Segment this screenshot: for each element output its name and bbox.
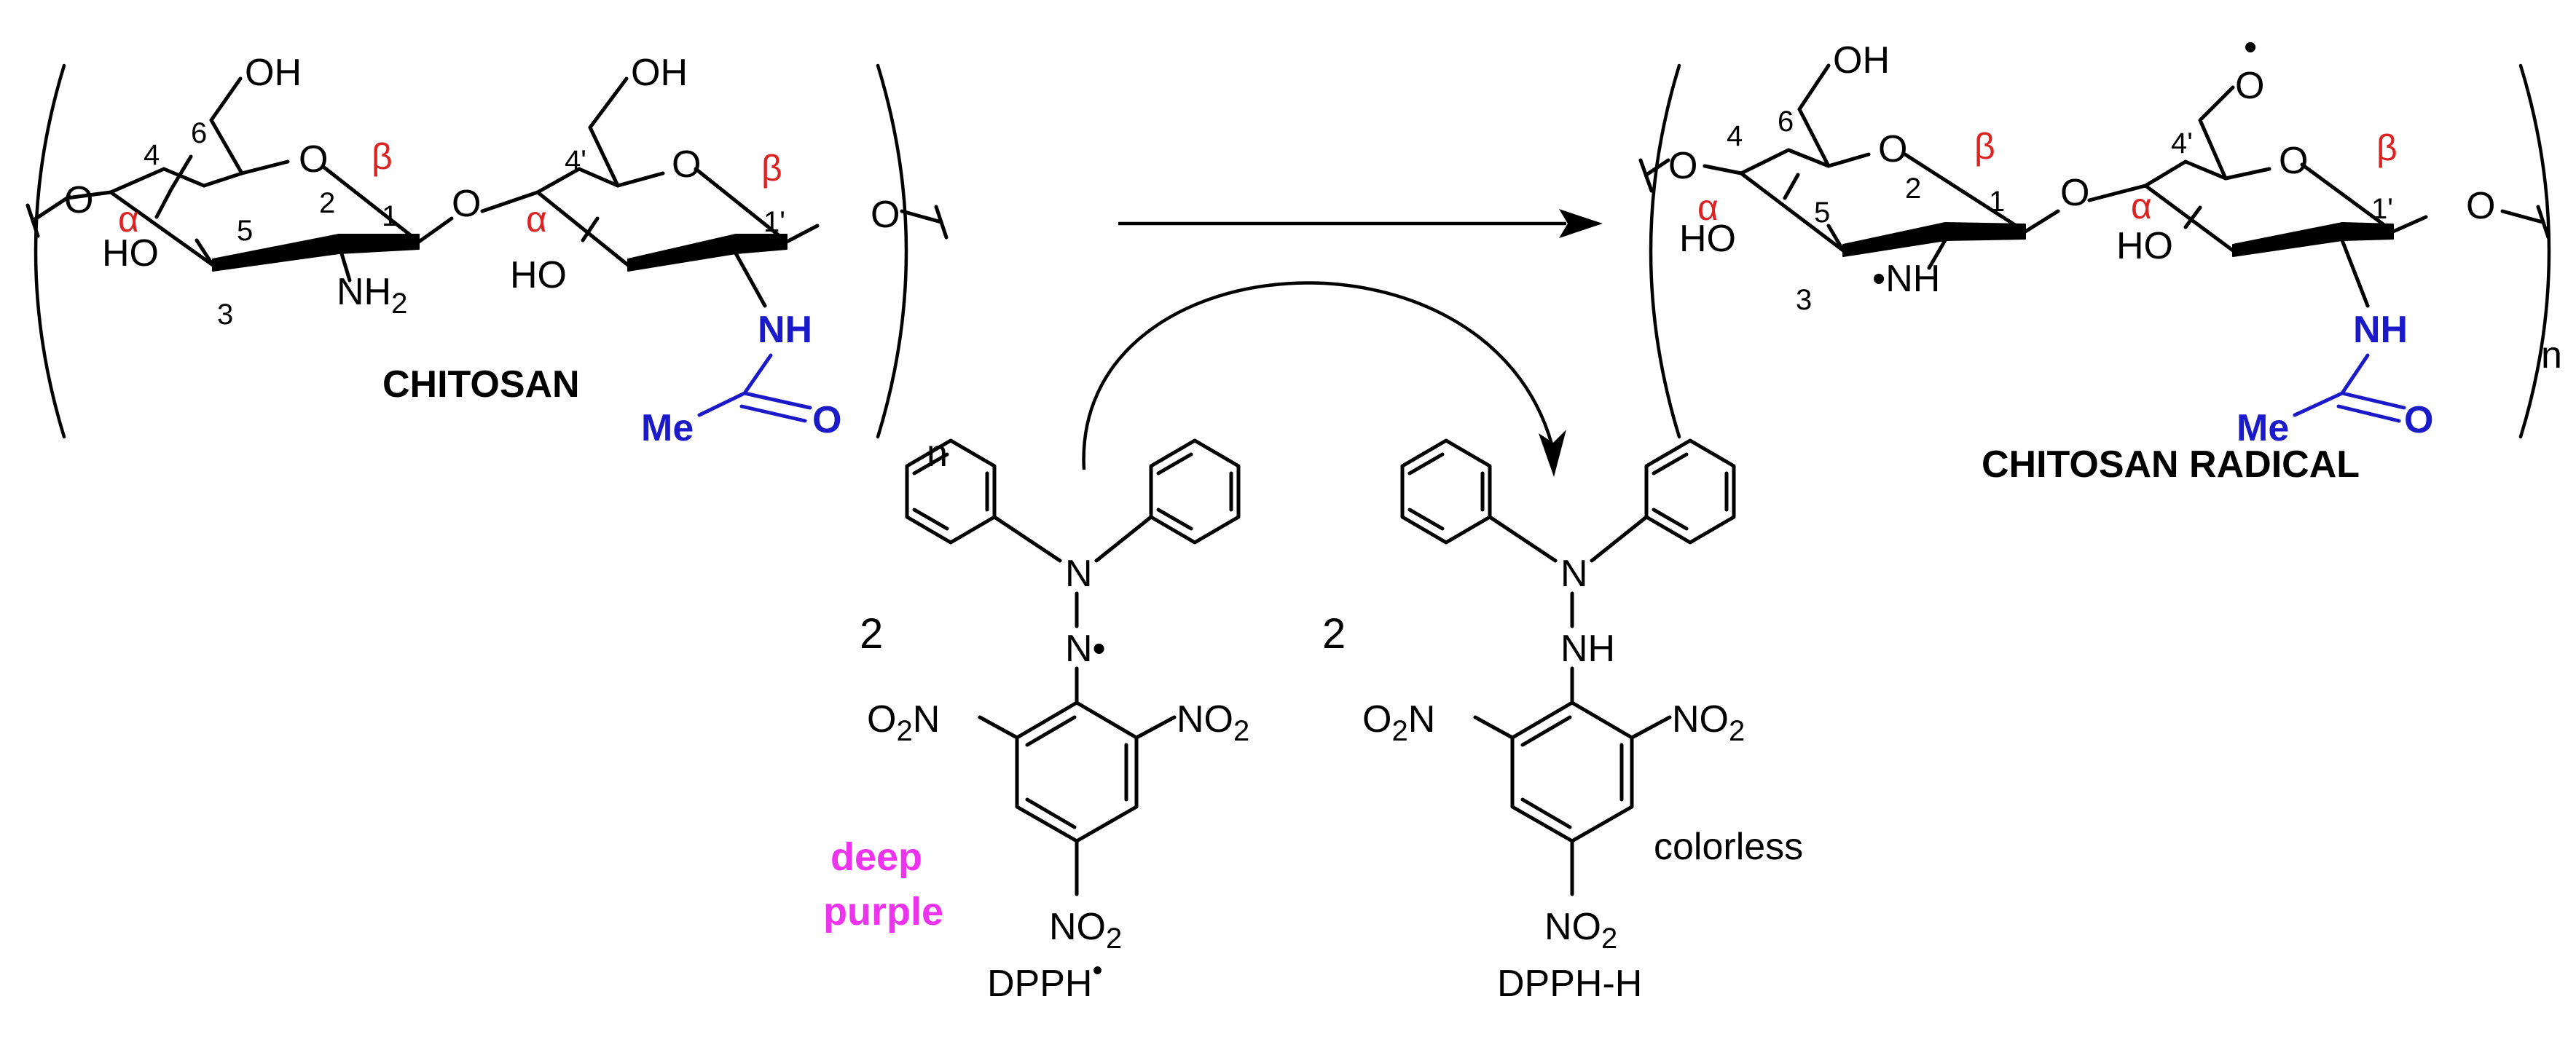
chitosan-acetyl-nh: NH bbox=[758, 309, 812, 351]
dpph-radical-name: DPPH• bbox=[987, 955, 1103, 1005]
radical-beta-1: β bbox=[1974, 126, 1995, 167]
dpph-radical-o2n: O2N bbox=[867, 698, 940, 747]
chitosan-alpha-1: α bbox=[118, 199, 139, 240]
dpph-h-name: DPPH-H bbox=[1497, 963, 1642, 1005]
curved-arrowhead bbox=[1539, 430, 1566, 477]
chitosan-acetyl-me: Me bbox=[641, 407, 694, 449]
chitosan-c6-label: 6 bbox=[191, 117, 207, 149]
radical-o-right: O bbox=[2466, 185, 2495, 227]
dpph-color-purple: purple bbox=[823, 890, 943, 934]
chitosan-left-bracket bbox=[34, 63, 66, 439]
radical-right-bracket bbox=[2518, 63, 2551, 439]
chitosan-ring-2 bbox=[480, 76, 820, 308]
dpph-h-color-label: colorless bbox=[1654, 826, 1803, 868]
radical-acetyl-nh: NH bbox=[2353, 309, 2408, 351]
dpph-radical-n-amine: N bbox=[1065, 553, 1093, 595]
chitosan-c1-label: 1 bbox=[382, 200, 398, 232]
chitosan-ho-c3: HO bbox=[102, 232, 159, 275]
chitosan-glycosidic-o: O bbox=[452, 183, 481, 225]
radical-oh-c6: OH bbox=[1833, 39, 1890, 82]
radical-ho-ring2: HO bbox=[2116, 225, 2173, 267]
chitosan-c4-prime-label: 4' bbox=[565, 145, 586, 177]
radical-ring-2 bbox=[2087, 85, 2428, 308]
dpph-h-o2n: O2N bbox=[1362, 698, 1435, 747]
dpph-radical-n-radical: N• bbox=[1065, 628, 1106, 670]
radical-ring-1 bbox=[1703, 63, 2060, 270]
chitosan-c5-label: 5 bbox=[237, 215, 253, 247]
dpph-h-no2-bottom: NO2 bbox=[1544, 906, 1617, 955]
radical-nh-radical: •NH bbox=[1872, 258, 1940, 300]
radical-beta-2: β bbox=[2376, 127, 2398, 168]
dpph-radical-picryl-ring bbox=[1015, 700, 1139, 843]
chitosan-ring-o-1: O bbox=[299, 138, 328, 181]
dpph-radical-coefficient: 2 bbox=[860, 610, 883, 658]
radical-c4-prime-label: 4' bbox=[2171, 127, 2193, 159]
radical-o-left: O bbox=[1668, 145, 1697, 187]
radical-c3-label: 3 bbox=[1796, 284, 1812, 316]
radical-acetyl-me: Me bbox=[2237, 407, 2289, 449]
chitosan-radical-name: CHITOSAN RADICAL bbox=[1982, 443, 2360, 486]
radical-c5-label: 5 bbox=[1814, 197, 1830, 229]
chitosan-ho-ring2: HO bbox=[510, 254, 567, 296]
radical-alpha-1: α bbox=[1697, 187, 1719, 228]
chitosan-left-end-bond bbox=[31, 194, 71, 223]
dpph-h-coefficient: 2 bbox=[1322, 610, 1346, 658]
reaction-arrows bbox=[1082, 209, 1603, 477]
chitosan-nh2: NH2 bbox=[337, 271, 407, 320]
radical-ho-c3: HO bbox=[1679, 218, 1736, 260]
radical-oxyl-o: O bbox=[2235, 65, 2264, 107]
chitosan-left-end-tick bbox=[25, 203, 40, 238]
radical-c6-label: 6 bbox=[1778, 106, 1794, 138]
radical-glycosidic-o: O bbox=[2060, 172, 2089, 214]
chitosan-oh-c6-ring1: OH bbox=[245, 52, 302, 94]
radical-c1-prime-label: 1' bbox=[2371, 193, 2393, 225]
dpph-h-phenyl-right bbox=[1644, 438, 1736, 545]
dpph-h-n-amine: N bbox=[1560, 553, 1588, 595]
chitosan-beta-1: β bbox=[372, 136, 393, 177]
dpph-radical-no2-right: NO2 bbox=[1177, 698, 1249, 747]
chitosan-structure: n O OH O HO NH2 bbox=[25, 52, 949, 475]
main-arrowhead bbox=[1559, 209, 1603, 238]
radical-c4-label: 4 bbox=[1727, 120, 1743, 152]
dpph-radical-structure: 2 N N• O2N NO2 NO2 deep purple DPPH• bbox=[823, 438, 1249, 1005]
chitosan-o-left: O bbox=[64, 179, 93, 221]
radical-c1-label: 1 bbox=[1989, 186, 2005, 218]
dpph-color-deep: deep bbox=[830, 835, 922, 879]
chitosan-c4-label: 4 bbox=[144, 139, 160, 171]
radical-ring-o-2: O bbox=[2279, 140, 2308, 182]
chitosan-right-end-bond bbox=[900, 209, 943, 224]
chitosan-ring-1 bbox=[65, 76, 454, 283]
dpph-radical-phenyl-left bbox=[905, 438, 997, 545]
dpph-h-phenyl-left bbox=[1400, 438, 1492, 545]
radical-alpha-2: α bbox=[2131, 186, 2152, 226]
chitosan-radical-structure: n O OH O HO •NH O 4 6 5 2 bbox=[1638, 26, 2562, 486]
chitosan-oh-c6-ring2: OH bbox=[631, 52, 688, 94]
radical-left-bracket bbox=[1649, 63, 1681, 439]
dpph-h-picryl-ring bbox=[1510, 700, 1634, 843]
chitosan-right-end-tick bbox=[934, 205, 949, 240]
dpph-radical-phenyl-right bbox=[1149, 438, 1241, 545]
dpph-radical-no2-bottom: NO2 bbox=[1049, 906, 1122, 955]
chitosan-right-bracket bbox=[876, 63, 908, 439]
curved-electron-arrow bbox=[1082, 281, 1554, 470]
chitosan-c3-label: 3 bbox=[217, 299, 233, 331]
chitosan-c1-prime-label: 1' bbox=[763, 206, 785, 238]
chitosan-c2-label: 2 bbox=[319, 187, 335, 219]
chitosan-o-right: O bbox=[871, 194, 900, 236]
chitosan-ring-o-2: O bbox=[672, 143, 701, 186]
chitosan-beta-2: β bbox=[761, 148, 782, 189]
radical-repeat-n: n bbox=[2541, 334, 2562, 376]
dpph-h-no2-right: NO2 bbox=[1672, 698, 1745, 747]
chitosan-alpha-2: α bbox=[526, 199, 547, 240]
radical-ring-o-1: O bbox=[1878, 128, 1907, 170]
dpph-h-structure: 2 N NH O2N NO2 NO2 colorless DPPH-H bbox=[1322, 438, 1803, 1005]
chitosan-name: CHITOSAN bbox=[382, 363, 580, 406]
dpph-h-nh: NH bbox=[1560, 628, 1615, 670]
radical-acetyl-o: O bbox=[2404, 399, 2433, 441]
radical-c2-label: 2 bbox=[1905, 173, 1921, 205]
chitosan-acetyl-o: O bbox=[812, 399, 841, 441]
radical-oxyl-dot: • bbox=[2244, 26, 2257, 68]
